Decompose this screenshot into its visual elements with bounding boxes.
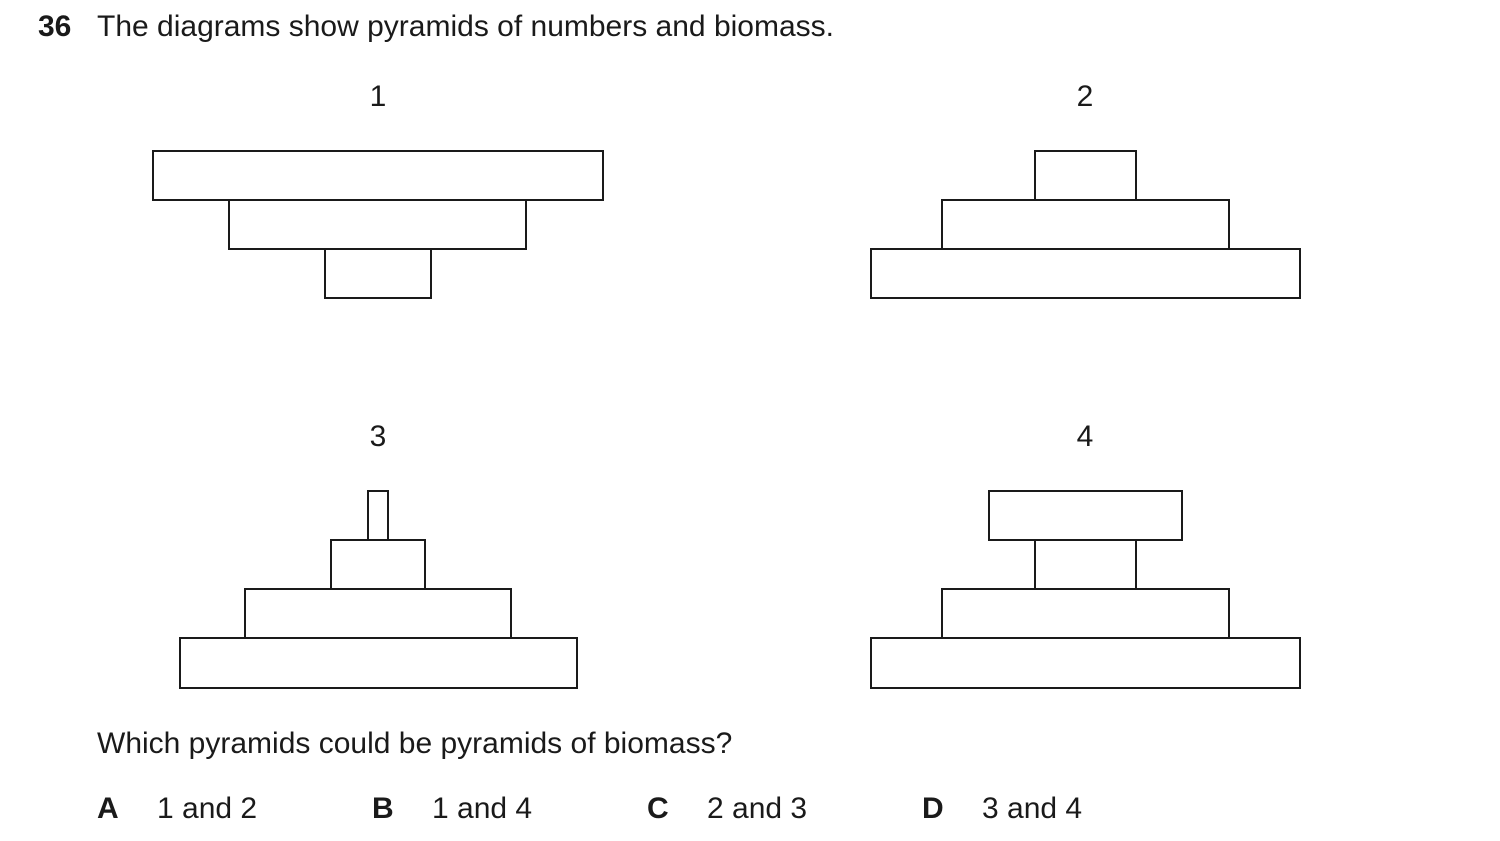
diagram-label-1: 1 (369, 80, 387, 113)
pyramid-3-tier-3 (244, 588, 512, 639)
question-text: The diagrams show pyramids of numbers an… (97, 10, 834, 43)
diagram-label-3: 3 (369, 420, 387, 453)
pyramid-4-tier-2 (1034, 539, 1137, 590)
pyramid-1-tier-1 (152, 150, 604, 201)
pyramid-4-tier-3 (941, 588, 1230, 639)
pyramid-2-tier-1 (1034, 150, 1137, 201)
pyramid-3-tier-4 (179, 637, 578, 689)
diagram-label-2: 2 (1076, 80, 1094, 113)
pyramid-3-tier-2 (330, 539, 426, 590)
pyramid-2-tier-2 (941, 199, 1230, 250)
option-d-letter: D (922, 792, 944, 825)
question-number: 36 (38, 10, 72, 43)
option-c-letter: C (647, 792, 669, 825)
pyramid-2-tier-3 (870, 248, 1301, 299)
question-prompt: Which pyramids could be pyramids of biom… (97, 727, 733, 760)
option-b-text: 1 and 4 (432, 792, 533, 825)
option-b-letter: B (372, 792, 394, 825)
pyramid-1-tier-2 (228, 199, 527, 250)
option-b[interactable]: B 1 and 4 (372, 792, 532, 826)
option-d[interactable]: D 3 and 4 (922, 792, 1082, 826)
option-c[interactable]: C 2 and 3 (647, 792, 807, 826)
option-a-letter: A (97, 792, 119, 825)
option-d-text: 3 and 4 (982, 792, 1083, 825)
pyramid-3-tier-1 (367, 490, 389, 541)
diagram-label-4: 4 (1076, 420, 1094, 453)
pyramid-4-tier-1 (988, 490, 1183, 541)
option-a-text: 1 and 2 (157, 792, 258, 825)
option-a[interactable]: A 1 and 2 (97, 792, 257, 826)
option-c-text: 2 and 3 (707, 792, 808, 825)
pyramid-1-tier-3 (324, 248, 432, 299)
pyramid-4-tier-4 (870, 637, 1301, 689)
